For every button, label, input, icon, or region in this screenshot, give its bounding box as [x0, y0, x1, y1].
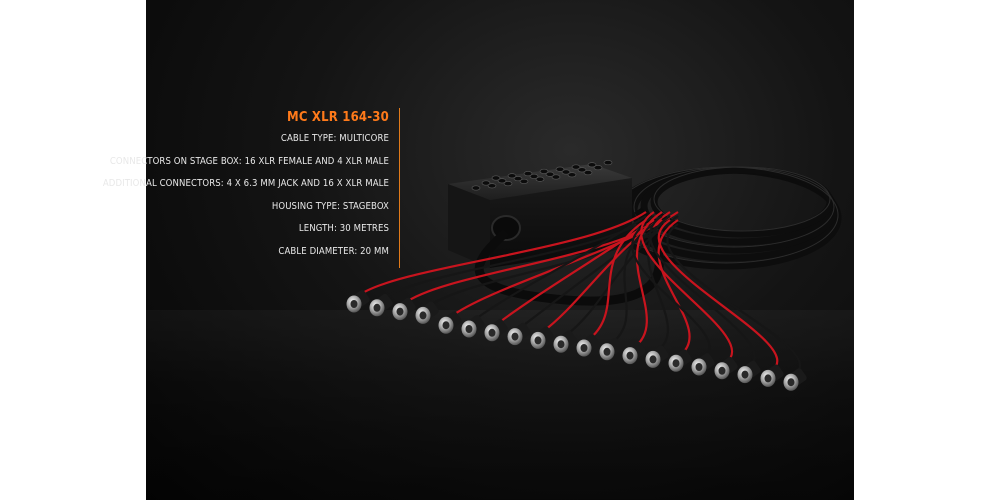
stagebox-socket [587, 162, 597, 168]
spec-line-length: LENGTH: 30 METRES [298, 223, 389, 234]
xlr-connector [622, 341, 646, 365]
xlr-connector [668, 349, 692, 372]
stagebox-socket [551, 174, 561, 180]
fanout-wire [640, 211, 734, 364]
spec-line-cable-diameter: CABLE DIAMETER: 20 MM [278, 245, 389, 257]
xlr-connector [461, 315, 485, 338]
fanout-wire [610, 223, 655, 345]
xlr-connector [576, 334, 600, 357]
fanout-wire [564, 215, 679, 338]
stagebox-socket [513, 176, 523, 182]
spec-line-stagebox-connectors: CONNECTORS ON STAGE BOX: 16 XLR FEMALE A… [109, 155, 389, 167]
stagebox-socket [519, 178, 529, 184]
fanout-wire [631, 223, 711, 360]
stagebox-socket [507, 173, 517, 179]
fanout-wire [426, 223, 671, 309]
stagebox-socket [481, 180, 491, 186]
fanout-wire [633, 211, 663, 349]
stagebox-socket [555, 166, 565, 172]
product-title: MC XLR 164-30 [287, 110, 389, 125]
xlr-connector [392, 297, 416, 321]
stagebox-socket [583, 170, 593, 176]
xlr-connector [346, 290, 370, 313]
xlr-connector [438, 311, 462, 334]
xlr-connector [415, 301, 439, 324]
stagebox-socket [603, 160, 613, 166]
xlr-connector [369, 293, 393, 317]
stagebox-socket [497, 178, 507, 184]
xlr-connector [599, 337, 623, 361]
xlr-connector [691, 353, 715, 376]
multicore-stagebox-image [346, 160, 842, 391]
spec-line-cable-type: CABLE TYPE: MULTICORE [280, 133, 389, 144]
xlr-connector [760, 364, 784, 387]
xlr-connector [737, 360, 761, 384]
fanout-wire [657, 219, 691, 357]
stagebox-socket [539, 168, 549, 174]
stagebox-socket [503, 181, 513, 187]
stagebox-socket [529, 173, 539, 179]
stagebox-socket [571, 164, 581, 170]
stagebox-connector-grid [471, 160, 613, 191]
fanout-wires [357, 211, 801, 376]
floor-reflection [146, 310, 854, 500]
xlr-connector [484, 318, 508, 342]
xlr-connector [530, 326, 554, 349]
fanout-wire [658, 219, 779, 372]
stagebox-socket [487, 183, 497, 189]
fanout-wire [587, 219, 647, 341]
xlr-connector [783, 368, 807, 391]
spec-panel: MC XLR 164-30 CABLE TYPE: MULTICORE CONN… [89, 108, 400, 268]
stagebox-socket [491, 175, 501, 181]
fanout-wire [472, 215, 647, 322]
xlr-connector [553, 330, 577, 353]
stagebox-socket [593, 165, 603, 171]
xlr-connector [714, 356, 738, 380]
stagebox-socket [577, 167, 587, 173]
spec-line-additional-connectors: ADDITIONAL CONNECTORS: 4 X 6.3 MM JACK A… [102, 178, 389, 189]
xlr-connector-row [346, 290, 807, 391]
stagebox-socket [561, 169, 571, 175]
fanout-wire [666, 223, 801, 376]
xlr-connector [507, 322, 531, 346]
fanout-wire [357, 211, 647, 297]
stagebox-socket [545, 171, 555, 177]
stagebox-socket [567, 172, 577, 178]
stagebox-socket [523, 171, 533, 177]
stagebox-socket [535, 176, 545, 182]
product-stage: MC XLR 164-30 CABLE TYPE: MULTICORE CONN… [103, 0, 854, 500]
xlr-connector [645, 345, 669, 368]
spec-line-housing-type: HOUSING TYPE: STAGEBOX [271, 200, 389, 212]
fanout-wire [647, 215, 671, 353]
fanout-wire [649, 215, 756, 368]
stagebox-socket [471, 185, 481, 191]
fanout-wire [495, 219, 655, 326]
